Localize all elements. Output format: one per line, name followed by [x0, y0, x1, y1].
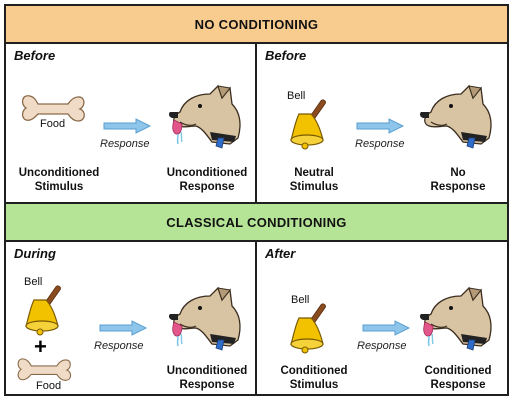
- panel-title: Before: [14, 48, 56, 63]
- panel-title: After: [265, 246, 296, 261]
- divider-top: [255, 42, 257, 202]
- bell-label: Bell: [287, 90, 306, 102]
- bell-label: Bell: [291, 294, 310, 306]
- bell-icon: [20, 278, 80, 338]
- food-label: Food: [36, 380, 62, 392]
- diagram-frame: NO CONDITIONING Before Food Response Unc…: [4, 4, 509, 396]
- bell-label: Bell: [24, 276, 43, 288]
- drool-icon: [170, 120, 190, 144]
- drool-icon: [170, 322, 190, 346]
- arrow-icon: [355, 118, 405, 134]
- food-label: Food: [40, 118, 66, 130]
- no-conditioning-header: NO CONDITIONING: [6, 6, 507, 44]
- panel-during: During Bell + Food Response Unconditione…: [6, 240, 255, 394]
- divider-bottom: [255, 240, 257, 394]
- arrow-icon: [98, 320, 148, 336]
- response-label: Response: [100, 138, 150, 150]
- bell-icon: [285, 296, 345, 356]
- dog-icon: [417, 82, 497, 152]
- arrow-icon: [361, 320, 411, 336]
- bell-icon: [285, 92, 345, 152]
- response-label: Response: [94, 340, 144, 352]
- plus-sign: +: [34, 334, 47, 359]
- response-label: Response: [357, 340, 407, 352]
- arrow-icon: [102, 118, 152, 134]
- response-label: Response: [355, 138, 405, 150]
- drool-icon: [421, 322, 441, 346]
- panel-title: During: [14, 246, 56, 261]
- panel-title: Before: [265, 48, 307, 63]
- classical-conditioning-header: CLASSICAL CONDITIONING: [6, 202, 507, 242]
